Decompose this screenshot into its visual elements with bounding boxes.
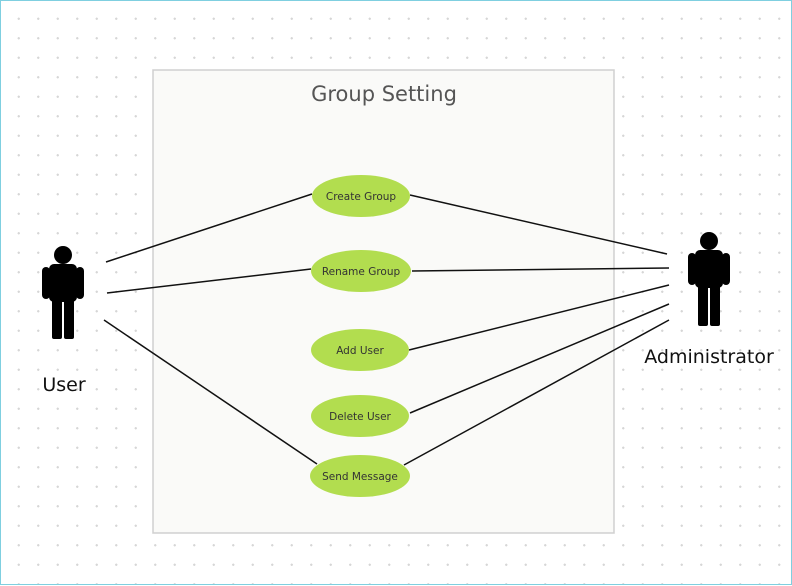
association-admin-create xyxy=(409,194,668,255)
actor-administrator[interactable]: Administrator xyxy=(644,232,774,368)
actor-label-user: User xyxy=(42,374,85,396)
use-case-add-user[interactable]: Add User xyxy=(311,329,409,371)
use-case-label: Rename Group xyxy=(322,266,401,278)
association-lines xyxy=(103,193,670,466)
association-admin-send xyxy=(403,319,670,466)
actor-label-administrator: Administrator xyxy=(644,346,774,368)
association-user-send xyxy=(103,319,318,465)
use-case-label: Delete User xyxy=(329,411,391,423)
association-user-create xyxy=(105,193,313,263)
boundary-title: Group Setting xyxy=(311,82,457,106)
association-admin-delete xyxy=(409,303,670,414)
use-case-shape xyxy=(312,175,410,217)
administrator-actor-icon xyxy=(688,232,730,326)
use-case-label: Add User xyxy=(336,345,384,357)
use-case-shape xyxy=(310,455,410,497)
association-user-rename xyxy=(106,268,312,294)
use-case-shape xyxy=(311,395,409,437)
use-case-label: Send Message xyxy=(322,471,398,483)
use-case-shape xyxy=(311,250,411,292)
actor-user[interactable]: User xyxy=(42,246,86,396)
use-case-shape xyxy=(311,329,409,371)
use-case-delete-user[interactable]: Delete User xyxy=(311,395,409,437)
use-case-send-message[interactable]: Send Message xyxy=(310,455,410,497)
system-boundary xyxy=(152,69,615,534)
association-admin-rename xyxy=(411,267,670,272)
use-case-create-group[interactable]: Create Group xyxy=(312,175,410,217)
association-admin-add xyxy=(408,284,670,351)
user-actor-icon xyxy=(42,246,84,339)
use-case-label: Create Group xyxy=(326,191,397,203)
use-case-rename-group[interactable]: Rename Group xyxy=(311,250,411,292)
